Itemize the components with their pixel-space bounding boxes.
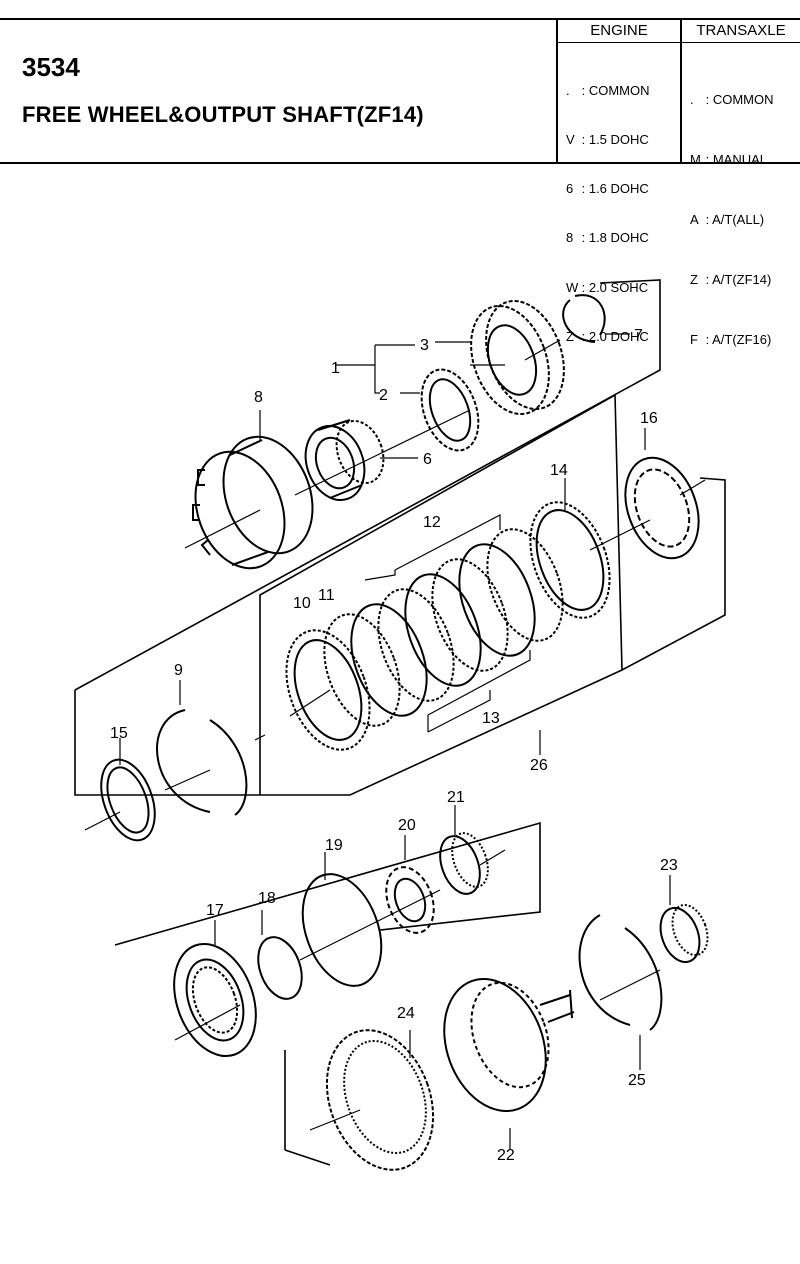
part-spring-plate-20 (385, 866, 435, 934)
part-snap-ring-9 (156, 709, 248, 816)
engine-legend-row: 8 : 1.8 DOHC (566, 230, 649, 246)
group-outline-left (74, 690, 260, 796)
part-oring-18 (257, 936, 303, 1000)
part-freewheel-bearing (304, 419, 385, 501)
callout-15: 15 (110, 725, 128, 742)
header: 3534 FREE WHEEL&OUTPUT SHAFT(ZF14) ENGIN… (0, 0, 800, 347)
callout-19: 19 (325, 837, 343, 854)
engine-legend-row: W : 2.0 SOHC (566, 279, 649, 295)
transaxle-legend: . : COMMON M : MANUAL A : A/T(ALL) Z : A… (690, 50, 774, 390)
exploded-parts-diagram: 1 2 3 6 7 8 9 10 11 12 13 14 15 16 17 18… (74, 279, 726, 1171)
page-title: FREE WHEEL&OUTPUT SHAFT(ZF14) (22, 102, 424, 127)
group-outline-upper (74, 279, 661, 691)
engine-legend-row: 6 : 1.6 DOHC (566, 181, 649, 197)
axis-lines (84, 339, 706, 1131)
callout-20: 20 (398, 817, 416, 834)
transaxle-legend-row: F : A/T(ZF16) (690, 332, 772, 347)
callout-3: 3 (420, 337, 429, 354)
header-bottom-rule (0, 162, 800, 164)
callout-7: 7 (634, 327, 643, 344)
callout-8: 8 (254, 389, 263, 406)
part-plate-10-11 (285, 629, 371, 751)
part-snap-ring-7 (562, 294, 606, 343)
engine-legend-row: V : 1.5 DOHC (566, 132, 649, 148)
callout-6: 6 (423, 451, 432, 468)
callout-11: 11 (318, 587, 335, 604)
transaxle-legend-row: A : A/T(ALL) (690, 212, 765, 227)
group-outline-26-bottom (260, 669, 623, 796)
part-clutch-pack (323, 528, 564, 727)
part-bearing-23 (659, 903, 709, 964)
part-piston-17 (173, 942, 257, 1058)
callout-14: 14 (550, 462, 568, 479)
callout-12: 12 (423, 514, 441, 531)
page-number: 3534 (22, 52, 80, 82)
callout-23: 23 (660, 857, 678, 874)
part-ring-2 (420, 368, 480, 452)
group-outline-bottom (284, 1050, 331, 1166)
callout-26: 26 (530, 757, 548, 774)
engine-column-header: ENGINE (590, 22, 648, 39)
callout-25: 25 (628, 1072, 646, 1089)
callout-9: 9 (174, 662, 183, 679)
transaxle-legend-row: . : COMMON (690, 92, 774, 107)
transaxle-legend-row: M : MANUAL (690, 152, 768, 167)
part-ring-gear-24 (325, 1029, 435, 1171)
legend-header-rule (556, 42, 800, 43)
part-snap-ring-25 (578, 914, 663, 1031)
callout-21: 21 (447, 789, 465, 806)
part-plate-14 (529, 501, 611, 619)
transaxle-column-header: TRANSAXLE (696, 22, 786, 39)
callout-labels: 1 2 3 6 7 8 9 10 11 12 13 14 15 16 17 18… (110, 327, 678, 1164)
callout-18: 18 (258, 890, 276, 907)
group-outline-lower (114, 821, 541, 946)
header-top-rule (0, 18, 800, 20)
engine-legend-row: . : COMMON (566, 82, 650, 98)
part-oring-19 (301, 873, 383, 987)
leader-lines (119, 333, 671, 1150)
part-ring-15 (100, 758, 156, 842)
transaxle-legend-row: Z : A/T(ZF14) (690, 272, 772, 287)
callout-16: 16 (640, 410, 658, 427)
callout-13: 13 (482, 710, 500, 727)
callout-2: 2 (379, 387, 388, 404)
legend-divider (680, 18, 682, 164)
part-output-hub-22 (443, 978, 575, 1112)
callout-17: 17 (206, 902, 224, 919)
callout-22: 22 (497, 1147, 515, 1164)
legend-left-border (556, 18, 558, 164)
callout-24: 24 (397, 1005, 415, 1022)
callout-10: 10 (293, 595, 311, 612)
part-gear-3 (470, 299, 565, 416)
part-drum (192, 435, 314, 570)
part-bearing-21 (439, 832, 489, 895)
part-thrust-plate-16 (624, 456, 700, 560)
callout-1: 1 (331, 360, 340, 377)
